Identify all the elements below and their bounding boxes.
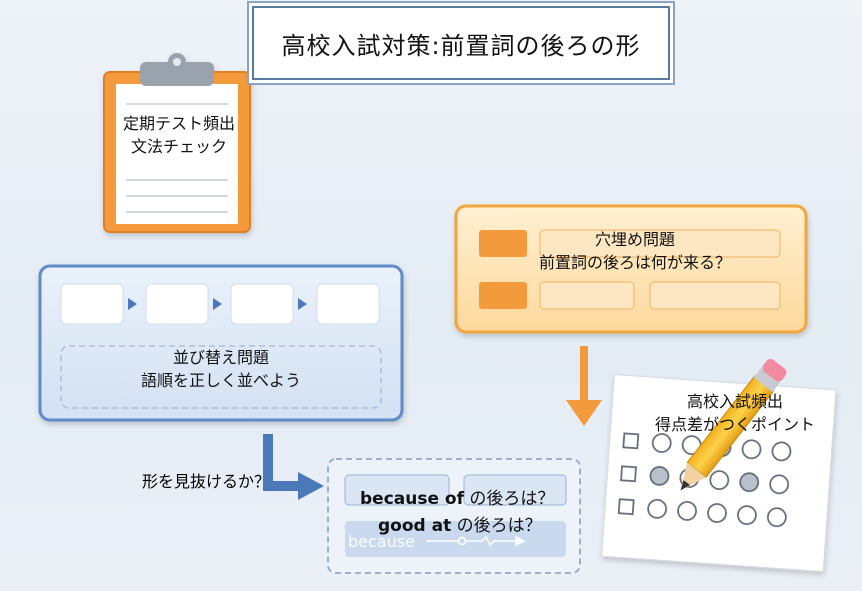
clipboard-icon <box>103 53 251 233</box>
exam-line-2: 得点差がつくポイント <box>654 415 815 435</box>
exam-line-1: 高校入試頻出 <box>686 392 783 411</box>
pencil-icon <box>680 358 787 491</box>
sort-line-2: 語順を正しく並べよう <box>140 371 301 391</box>
question-label: 形を見抜けるか？ <box>141 472 270 491</box>
elbow-arrow-icon <box>263 434 324 500</box>
sort-panel-label: 並び替え問題 語順を正しく並べよう <box>60 346 382 392</box>
example-chip <box>463 474 567 506</box>
example-phrase: good at <box>378 516 452 536</box>
exam-label: 高校入試頻出 得点差がつくポイント <box>630 390 840 436</box>
clipboard-label: 定期テスト頻出 文法チェック <box>110 112 248 158</box>
fill-line-1: 穴埋め問題 <box>594 230 675 249</box>
answer-sheet-icon <box>601 374 837 573</box>
page-title: 高校入試対策:前置詞の後ろの形 <box>252 6 670 80</box>
example-suffix: の後ろは？ <box>451 516 542 536</box>
sort-line-1: 並び替え問題 <box>172 348 269 367</box>
fill-line-2: 前置詞の後ろは何が来る？ <box>538 253 731 273</box>
sketch-arrow <box>426 535 526 547</box>
word-card-row <box>60 283 380 325</box>
example-item: because of の後ろは？ <box>360 484 554 509</box>
example-chip <box>344 474 450 506</box>
sketch-word: because <box>348 532 415 551</box>
example-chip <box>345 521 566 557</box>
answer-slot <box>60 345 382 409</box>
clipboard-line-1: 定期テスト頻出 <box>122 114 235 133</box>
blank-rows <box>479 229 781 310</box>
example-suffix: の後ろは？ <box>464 489 555 509</box>
fill-panel-label: 穴埋め問題 前置詞の後ろは何が来る？ <box>470 228 800 274</box>
clipboard-line-2: 文法チェック <box>130 137 227 157</box>
example-item: good at の後ろは？ <box>378 511 542 536</box>
down-arrow-icon <box>566 346 602 426</box>
example-phrase: because of <box>360 489 464 509</box>
